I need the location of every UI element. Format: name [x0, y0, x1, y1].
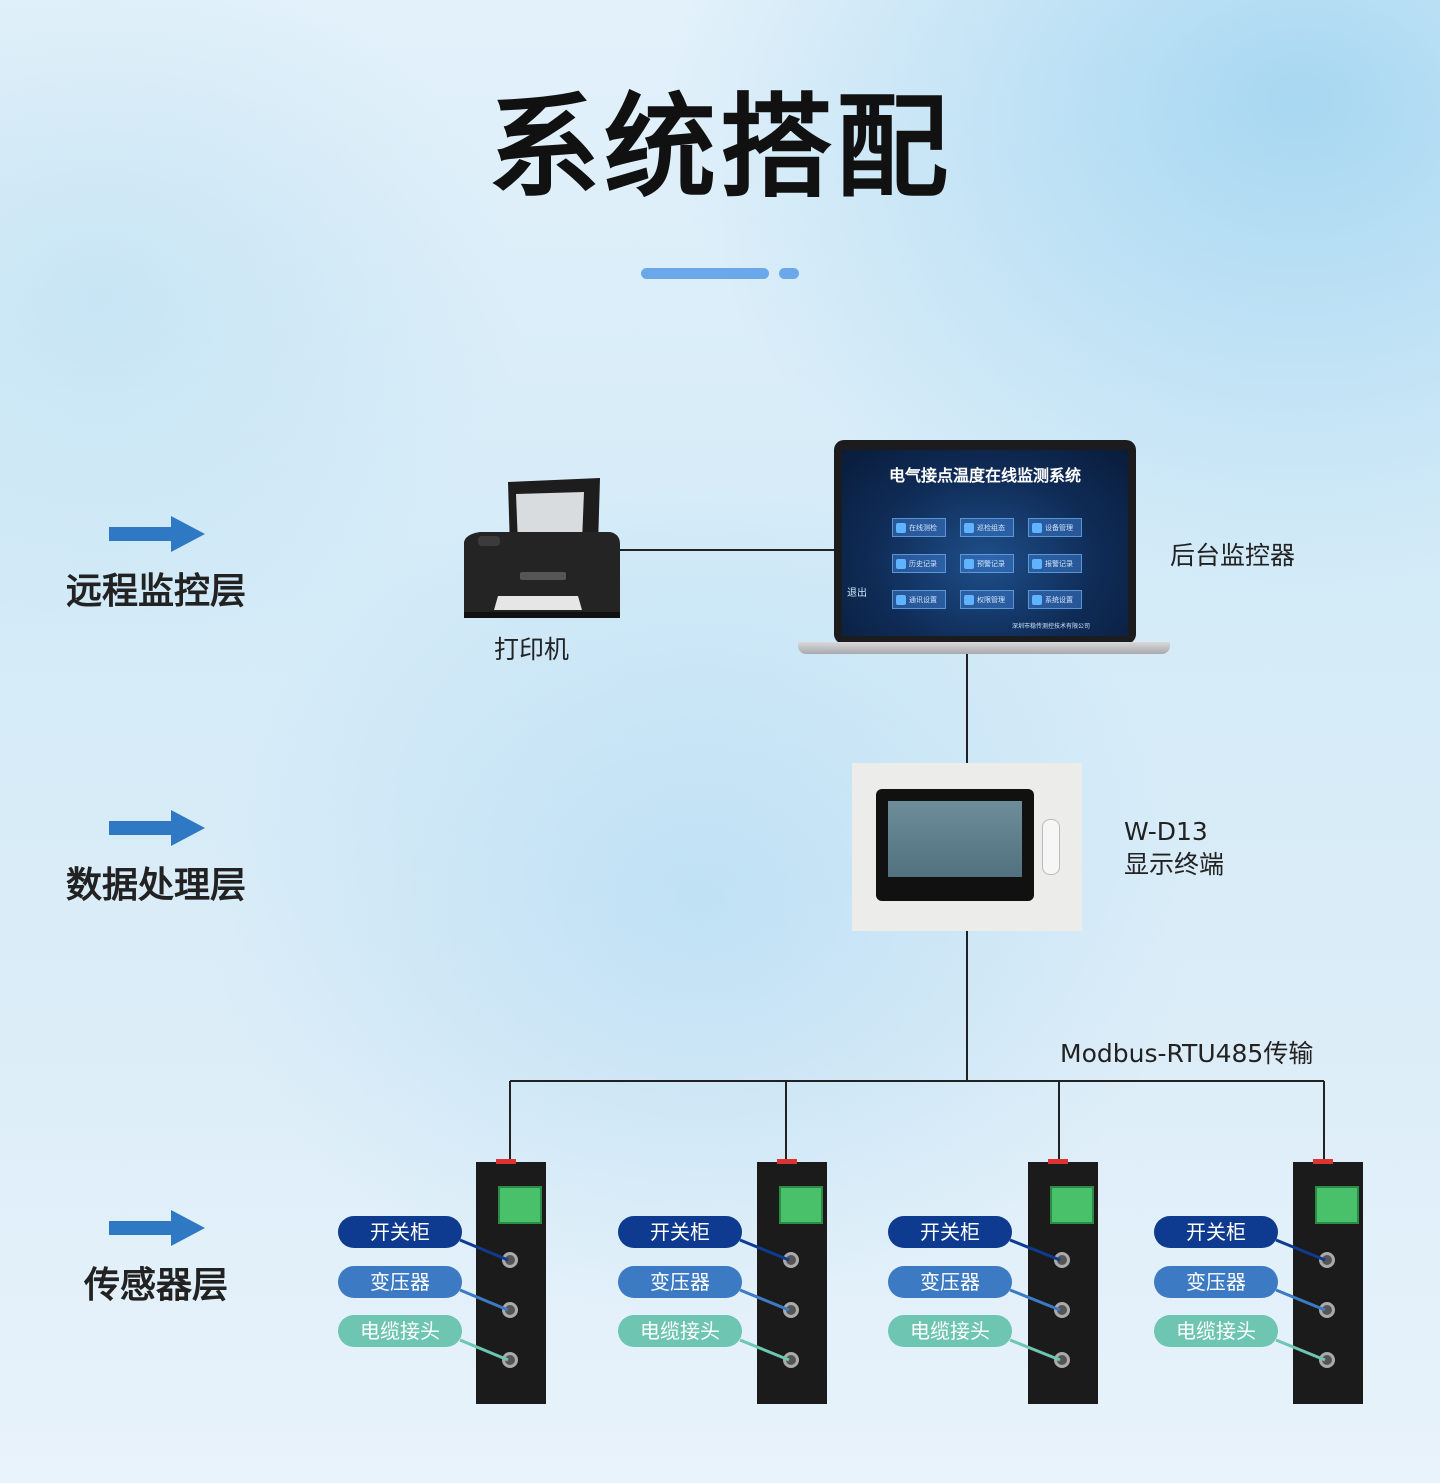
- menu-icon: [964, 595, 974, 605]
- title-accent-bar-long: [641, 268, 769, 279]
- terminal-block: [1050, 1186, 1094, 1224]
- channel-port: [783, 1352, 799, 1368]
- layer-sensor: 传感器层: [40, 1208, 272, 1308]
- sensor-device: [1028, 1159, 1098, 1404]
- laptop-screen: 电气接点温度在线监测系统 在线测检 巡检组态 设备管理 历史记录 预警记录 报警…: [842, 450, 1128, 636]
- menu-history: 历史记录: [892, 554, 946, 573]
- menu-alarm: 报警记录: [1028, 554, 1082, 573]
- sensor-device: [476, 1159, 546, 1404]
- channel-port: [783, 1252, 799, 1268]
- printer-icon: [464, 478, 620, 618]
- menu-icon: [1032, 559, 1042, 569]
- right-arrow-icon: [109, 810, 205, 846]
- tag-switchgear: 开关柜: [338, 1216, 462, 1248]
- terminal-label: W-D13 显示终端: [1124, 816, 1224, 881]
- printer-label: 打印机: [494, 635, 570, 664]
- sensor-device: [757, 1159, 827, 1404]
- channel-port: [1319, 1252, 1335, 1268]
- terminal-handle: [1042, 819, 1060, 875]
- menu-icon: [896, 595, 906, 605]
- terminal-block: [779, 1186, 823, 1224]
- monitoring-laptop: 电气接点温度在线监测系统 在线测检 巡检组态 设备管理 历史记录 预警记录 报警…: [798, 440, 1170, 656]
- tag-cable-joint: 电缆接头: [618, 1315, 742, 1347]
- channel-port: [1054, 1302, 1070, 1318]
- menu-permission: 权限管理: [960, 590, 1014, 609]
- layer-data-processing: 数据处理层: [40, 808, 272, 908]
- menu-icon: [1032, 523, 1042, 533]
- right-arrow-icon: [109, 1210, 205, 1246]
- tag-transformer: 变压器: [888, 1266, 1012, 1298]
- menu-icon: [896, 523, 906, 533]
- title-accent-bar-short: [779, 268, 799, 279]
- laptop-base: [798, 642, 1170, 654]
- tag-cable-joint: 电缆接头: [338, 1315, 462, 1347]
- company-name: 深圳市稳传测控技术有限公司: [1011, 623, 1090, 630]
- tag-cable-joint: 电缆接头: [1154, 1315, 1278, 1347]
- menu-patrol: 巡检组态: [960, 518, 1014, 537]
- channel-port: [1054, 1252, 1070, 1268]
- menu-online-check: 在线测检: [892, 518, 946, 537]
- layer-remote-monitoring: 远程监控层: [40, 514, 272, 614]
- tag-switchgear: 开关柜: [1154, 1216, 1278, 1248]
- monitor-label: 后台监控器: [1170, 541, 1296, 570]
- tag-cable-joint: 电缆接头: [888, 1315, 1012, 1347]
- terminal-name: 显示终端: [1124, 849, 1225, 879]
- bus-label: Modbus-RTU485传输: [1060, 1039, 1314, 1068]
- terminal-block: [498, 1186, 542, 1224]
- channel-port: [783, 1302, 799, 1318]
- tag-switchgear: 开关柜: [888, 1216, 1012, 1248]
- tag-switchgear: 开关柜: [618, 1216, 742, 1248]
- terminal-screen: [876, 789, 1034, 901]
- sensor-device: [1293, 1159, 1363, 1404]
- terminal-model: W-D13: [1124, 817, 1208, 846]
- right-arrow-icon: [109, 516, 205, 552]
- exit-label: 退出: [847, 588, 867, 599]
- screen-title: 电气接点温度在线监测系统: [888, 466, 1081, 485]
- channel-port: [1319, 1302, 1335, 1318]
- terminal-block: [1315, 1186, 1359, 1224]
- tag-transformer: 变压器: [618, 1266, 742, 1298]
- layer-label: 传感器层: [83, 1265, 228, 1306]
- layer-label: 远程监控层: [65, 571, 246, 612]
- channel-port: [502, 1252, 518, 1268]
- menu-icon: [896, 559, 906, 569]
- tag-transformer: 变压器: [338, 1266, 462, 1298]
- channel-port: [502, 1302, 518, 1318]
- menu-device-mgmt: 设备管理: [1028, 518, 1082, 537]
- menu-icon: [1032, 595, 1042, 605]
- layer-label: 数据处理层: [65, 865, 246, 906]
- channel-port: [1054, 1352, 1070, 1368]
- menu-system: 系统设置: [1028, 590, 1082, 609]
- menu-icon: [964, 523, 974, 533]
- page-title: 系统搭配: [488, 83, 952, 213]
- menu-icon: [964, 559, 974, 569]
- channel-port: [502, 1352, 518, 1368]
- channel-port: [1319, 1352, 1335, 1368]
- display-terminal: [852, 763, 1082, 931]
- menu-warning: 预警记录: [960, 554, 1014, 573]
- tag-transformer: 变压器: [1154, 1266, 1278, 1298]
- menu-comm: 通讯设置: [892, 590, 946, 609]
